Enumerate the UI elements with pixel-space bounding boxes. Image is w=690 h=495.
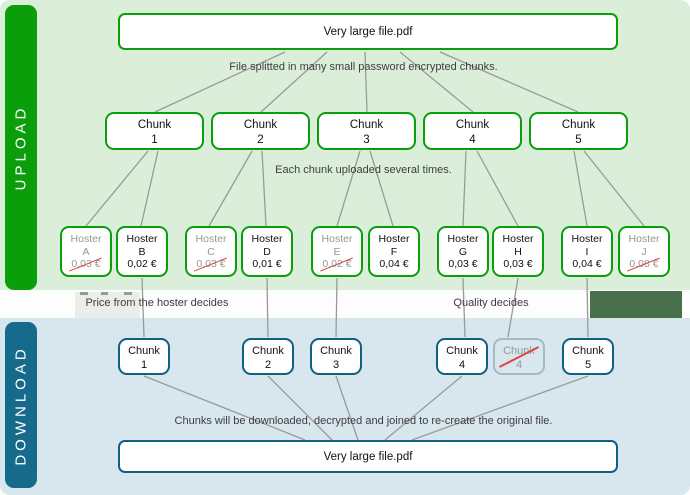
download-chunk-4-rejected: Chunk 4 [493,338,545,375]
hoster-letter: E [333,245,341,258]
chunk-number: 2 [264,359,272,371]
upload-sidebar: UPLOAD [5,5,37,290]
chunk-label: Chunk [320,345,352,357]
watermark-speck [80,292,88,295]
hoster-price: 0,03 € [196,258,226,270]
hoster-name: Hoster [502,233,534,245]
upload-sidebar-label: UPLOAD [12,104,30,191]
chunk-label: Chunk [137,119,172,131]
hoster-e: Hoster E 0,02 € [311,226,363,277]
hoster-a: Hoster A 0,03 € [60,226,112,277]
price-decides-caption: Price from the hoster decides [85,297,229,309]
hoster-price: 0,03 € [71,258,101,270]
upload-file-box: Very large file.pdf [118,13,618,50]
upload-chunk-3: Chunk 3 [317,112,416,150]
hoster-i: Hoster I 0,04 € [561,226,613,277]
chunk-number: 2 [257,134,264,146]
download-chunk-4: Chunk 4 [436,338,488,375]
hoster-price: 0,04 € [379,258,409,270]
chunk-number: 3 [332,359,340,371]
hoster-g: Hoster G 0,03 € [437,226,489,277]
hoster-letter: H [514,245,522,258]
upload-chunk-5: Chunk 5 [529,112,628,150]
hoster-price: 0,02 € [322,258,352,270]
hoster-name: Hoster [126,233,158,245]
chunk-label: Chunk [349,119,384,131]
chunk-number: 4 [469,134,476,146]
download-chunk-2: Chunk 2 [242,338,294,375]
split-caption: File splitted in many small password enc… [229,61,498,73]
chunk-label: Chunk [455,119,490,131]
hoster-price: 0,04 € [572,258,602,270]
hoster-name: Hoster [70,233,102,245]
hoster-h: Hoster H 0,03 € [492,226,544,277]
chunk-number: 4 [458,359,466,371]
hoster-c: Hoster C 0,03 € [185,226,237,277]
hoster-b: Hoster B 0,02 € [116,226,168,277]
hoster-j: Hoster J 0,08 € [618,226,670,277]
download-chunk-5: Chunk 5 [562,338,614,375]
hoster-name: Hoster [378,233,410,245]
hoster-letter: I [585,245,589,258]
hoster-name: Hoster [251,233,283,245]
chunk-label: Chunk [252,345,284,357]
middle-band-background [0,290,690,318]
hoster-name: Hoster [628,233,660,245]
join-caption: Chunks will be downloaded, decrypted and… [174,415,553,427]
download-chunk-3: Chunk 3 [310,338,362,375]
download-file-box: Very large file.pdf [118,440,618,473]
chunk-label: Chunk [572,345,604,357]
chunk-label: Chunk [446,345,478,357]
upload-file-label: Very large file.pdf [323,25,413,38]
upload-chunk-4: Chunk 4 [423,112,522,150]
chunk-number: 5 [575,134,582,146]
chunk-label: Chunk [561,119,596,131]
hoster-letter: J [641,245,647,258]
chunk-number: 4 [515,359,523,371]
hoster-d: Hoster D 0,01 € [241,226,293,277]
hoster-letter: B [138,245,146,258]
green-block [590,291,682,318]
watermark-artifact [75,292,140,318]
hoster-letter: D [263,245,271,258]
chunk-number: 1 [151,134,158,146]
chunk-label: Chunk [243,119,278,131]
upload-caption: Each chunk uploaded several times. [275,164,452,176]
download-file-label: Very large file.pdf [323,450,413,463]
hoster-letter: C [207,245,215,258]
download-sidebar: DOWNLOAD [5,322,37,488]
upload-chunk-2: Chunk 2 [211,112,310,150]
watermark-speck [101,292,108,295]
hoster-price: 0,03 € [503,258,533,270]
upload-chunk-1: Chunk 1 [105,112,204,150]
hoster-letter: F [390,245,398,258]
chunk-number: 5 [584,359,592,371]
hoster-name: Hoster [321,233,353,245]
hoster-name: Hoster [195,233,227,245]
hoster-letter: A [82,245,90,258]
chunk-label: Chunk [503,345,535,357]
hoster-price: 0,02 € [127,258,157,270]
hoster-f: Hoster F 0,04 € [368,226,420,277]
hoster-price: 0,01 € [252,258,282,270]
download-chunk-1: Chunk 1 [118,338,170,375]
hoster-letter: G [458,245,468,258]
watermark-speck [124,292,132,295]
chunk-number: 1 [140,359,148,371]
download-sidebar-label: DOWNLOAD [12,344,30,466]
quality-decides-caption: Quality decides [453,297,529,309]
hoster-name: Hoster [447,233,479,245]
hoster-price: 0,08 € [629,258,659,270]
chunk-label: Chunk [128,345,160,357]
chunk-number: 3 [363,134,370,146]
hoster-name: Hoster [571,233,603,245]
hoster-price: 0,03 € [448,258,478,270]
